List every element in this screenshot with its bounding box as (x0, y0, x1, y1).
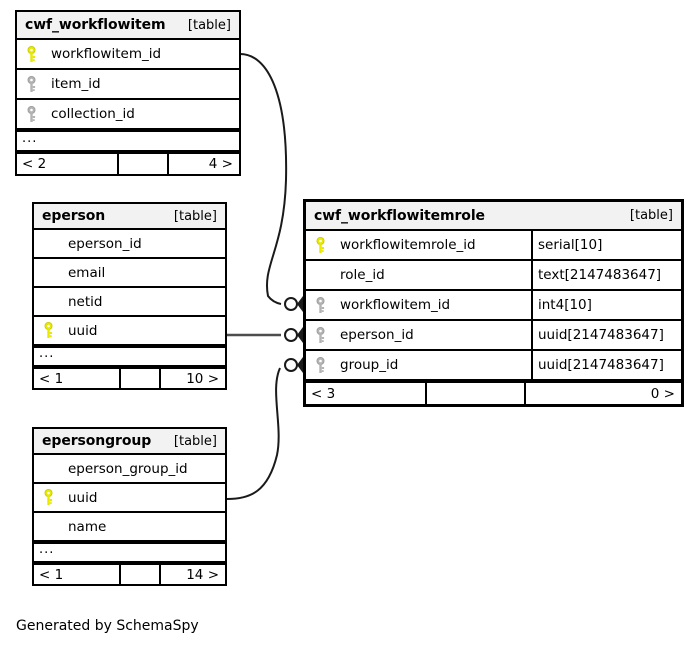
column-type: int4[10] (531, 291, 681, 319)
no-key-icon (34, 513, 62, 540)
table-row[interactable]: email (34, 259, 225, 288)
table-header: cwf_workflowitemrole [table] (306, 202, 681, 231)
table-title: cwf_workflowitemrole (314, 207, 485, 224)
table-title: cwf_workflowitem (25, 17, 166, 33)
column-name: workflowitem_id (340, 297, 451, 313)
cardinality-zero-marker (284, 358, 298, 372)
column-type: text[2147483647] (531, 261, 681, 289)
table-header: eperson [table] (34, 204, 225, 230)
table-header: cwf_workflowitem [table] (17, 12, 239, 40)
column-type: uuid[2147483647] (531, 351, 681, 379)
table-row[interactable]: workflowitem_id int4[10] (306, 291, 681, 321)
edge-eperson-to-workflowitemrole (227, 327, 303, 343)
table-epersongroup[interactable]: epersongroup [table] eperson_group_id uu… (32, 427, 227, 586)
column-name: uuid (68, 322, 98, 339)
table-cwf-workflowitemrole[interactable]: cwf_workflowitemrole [table] workflowite… (303, 199, 684, 407)
edge-workflowitem-to-workflowitemrole (239, 53, 303, 312)
table-footer: < 1 10 > (34, 367, 225, 388)
table-kind-label: [table] (173, 208, 217, 224)
table-row[interactable]: eperson_id (34, 230, 225, 259)
table-cwf-workflowitem[interactable]: cwf_workflowitem [table] workflowitem_id (15, 10, 241, 176)
table-row[interactable]: netid (34, 288, 225, 317)
column-name: item_id (51, 76, 101, 92)
column-name: uuid (68, 489, 98, 506)
inbound-relationship-count: < 1 (39, 370, 64, 387)
primary-key-icon (34, 484, 62, 511)
table-kind-label: [table] (173, 433, 217, 449)
foreign-key-icon (306, 351, 334, 379)
column-name: group_id (340, 357, 399, 373)
inbound-relationship-count: < 2 (22, 156, 47, 172)
outbound-relationship-count: 4 > (208, 156, 233, 172)
footer-spacer (119, 565, 161, 584)
inbound-relationship-count: < 3 (311, 385, 336, 402)
table-title: eperson (42, 208, 106, 224)
no-key-icon (34, 288, 62, 315)
column-name: email (68, 264, 106, 281)
column-name: workflowitemrole_id (340, 237, 476, 253)
table-title: epersongroup (42, 433, 152, 449)
column-name: eperson_group_id (68, 460, 188, 477)
column-name: eperson_id (340, 327, 414, 343)
table-row[interactable]: eperson_id uuid[2147483647] (306, 321, 681, 351)
ellipsis-label: ... (22, 131, 38, 146)
no-key-icon (306, 261, 334, 289)
inbound-relationship-count: < 1 (39, 566, 64, 583)
footer-spacer (425, 383, 526, 404)
no-key-icon (34, 230, 62, 257)
table-footer: < 3 0 > (306, 381, 681, 404)
foreign-key-icon (17, 70, 45, 98)
table-row[interactable]: uuid (34, 317, 225, 346)
ellipsis-label: ... (39, 542, 55, 557)
table-row[interactable]: item_id (17, 70, 239, 100)
column-name: eperson_id (68, 235, 142, 252)
generator-note: Generated by SchemaSpy (16, 618, 199, 634)
table-row[interactable]: workflowitemrole_id serial[10] (306, 231, 681, 261)
column-name: collection_id (51, 106, 135, 122)
table-row[interactable]: role_id text[2147483647] (306, 261, 681, 291)
column-type: uuid[2147483647] (531, 321, 681, 349)
primary-key-icon (17, 40, 45, 68)
column-name: role_id (340, 267, 385, 283)
no-key-icon (34, 259, 62, 286)
table-row[interactable]: eperson_group_id (34, 455, 225, 484)
table-eperson[interactable]: eperson [table] eperson_id email netid (32, 202, 227, 390)
table-row[interactable]: uuid (34, 484, 225, 513)
table-header: epersongroup [table] (34, 429, 225, 455)
edge-epersongroup-to-workflowitemrole (226, 357, 303, 500)
outbound-relationship-count: 0 > (650, 385, 675, 402)
table-kind-label: [table] (187, 17, 231, 33)
column-name: name (68, 518, 107, 535)
more-columns-row: ... (34, 542, 225, 563)
outbound-relationship-count: 14 > (186, 566, 219, 583)
column-type: serial[10] (531, 231, 681, 259)
table-footer: < 2 4 > (17, 152, 239, 174)
table-row[interactable]: workflowitem_id (17, 40, 239, 70)
foreign-key-icon (306, 291, 334, 319)
foreign-key-icon (306, 321, 334, 349)
footer-spacer (119, 369, 161, 388)
outbound-relationship-count: 10 > (186, 370, 219, 387)
table-row[interactable]: group_id uuid[2147483647] (306, 351, 681, 381)
footer-spacer (117, 154, 169, 174)
primary-key-icon (306, 231, 334, 259)
table-row[interactable]: name (34, 513, 225, 542)
more-columns-row: ... (34, 346, 225, 367)
no-key-icon (34, 455, 62, 482)
cardinality-zero-marker (284, 297, 298, 311)
primary-key-icon (34, 317, 62, 344)
cardinality-zero-marker (284, 328, 298, 342)
foreign-key-icon (17, 100, 45, 128)
column-name: workflowitem_id (51, 46, 162, 62)
table-row[interactable]: collection_id (17, 100, 239, 130)
table-kind-label: [table] (629, 208, 673, 223)
column-name: netid (68, 293, 103, 310)
table-footer: < 1 14 > (34, 563, 225, 584)
more-columns-row: ... (17, 130, 239, 152)
ellipsis-label: ... (39, 346, 55, 361)
